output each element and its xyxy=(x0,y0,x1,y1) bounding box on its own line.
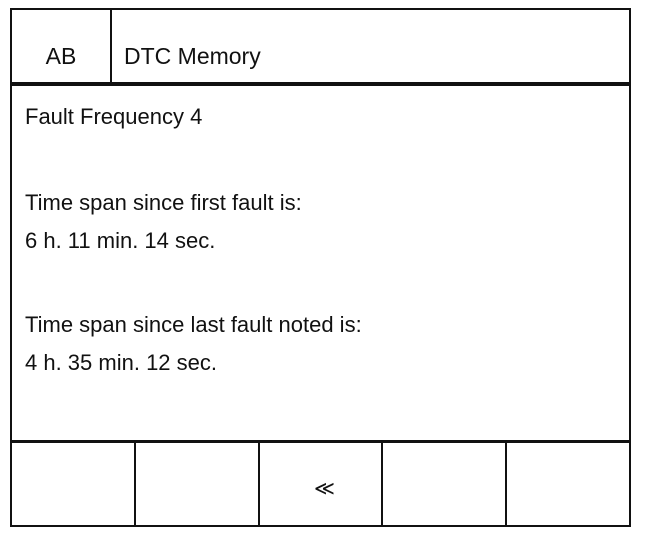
last-fault-value: 4 h. 35 min. 12 sec. xyxy=(25,350,217,375)
first-fault-value: 6 h. 11 min. 14 sec. xyxy=(25,228,216,253)
header-bar: AB DTC Memory xyxy=(12,10,629,86)
softkey-4[interactable] xyxy=(383,443,508,525)
softkey-5[interactable] xyxy=(507,443,629,525)
softkey-bar: ≪ xyxy=(12,443,629,525)
system-code: AB xyxy=(12,10,112,82)
fault-frequency-text: Fault Frequency 4 xyxy=(25,104,203,129)
fault-details-panel: Fault Frequency 4 Time span since first … xyxy=(12,86,629,443)
first-fault-label: Time span since first fault is: xyxy=(25,190,302,215)
dtc-memory-screen: AB DTC Memory Fault Frequency 4 Time spa… xyxy=(10,8,631,527)
page-title: DTC Memory xyxy=(124,43,261,69)
last-fault-label: Time span since last fault noted is: xyxy=(25,312,362,337)
softkey-2[interactable] xyxy=(136,443,260,525)
softkey-back-button[interactable]: ≪ xyxy=(260,443,384,525)
softkey-1[interactable] xyxy=(12,443,136,525)
back-arrow-icon: ≪ xyxy=(314,476,335,500)
